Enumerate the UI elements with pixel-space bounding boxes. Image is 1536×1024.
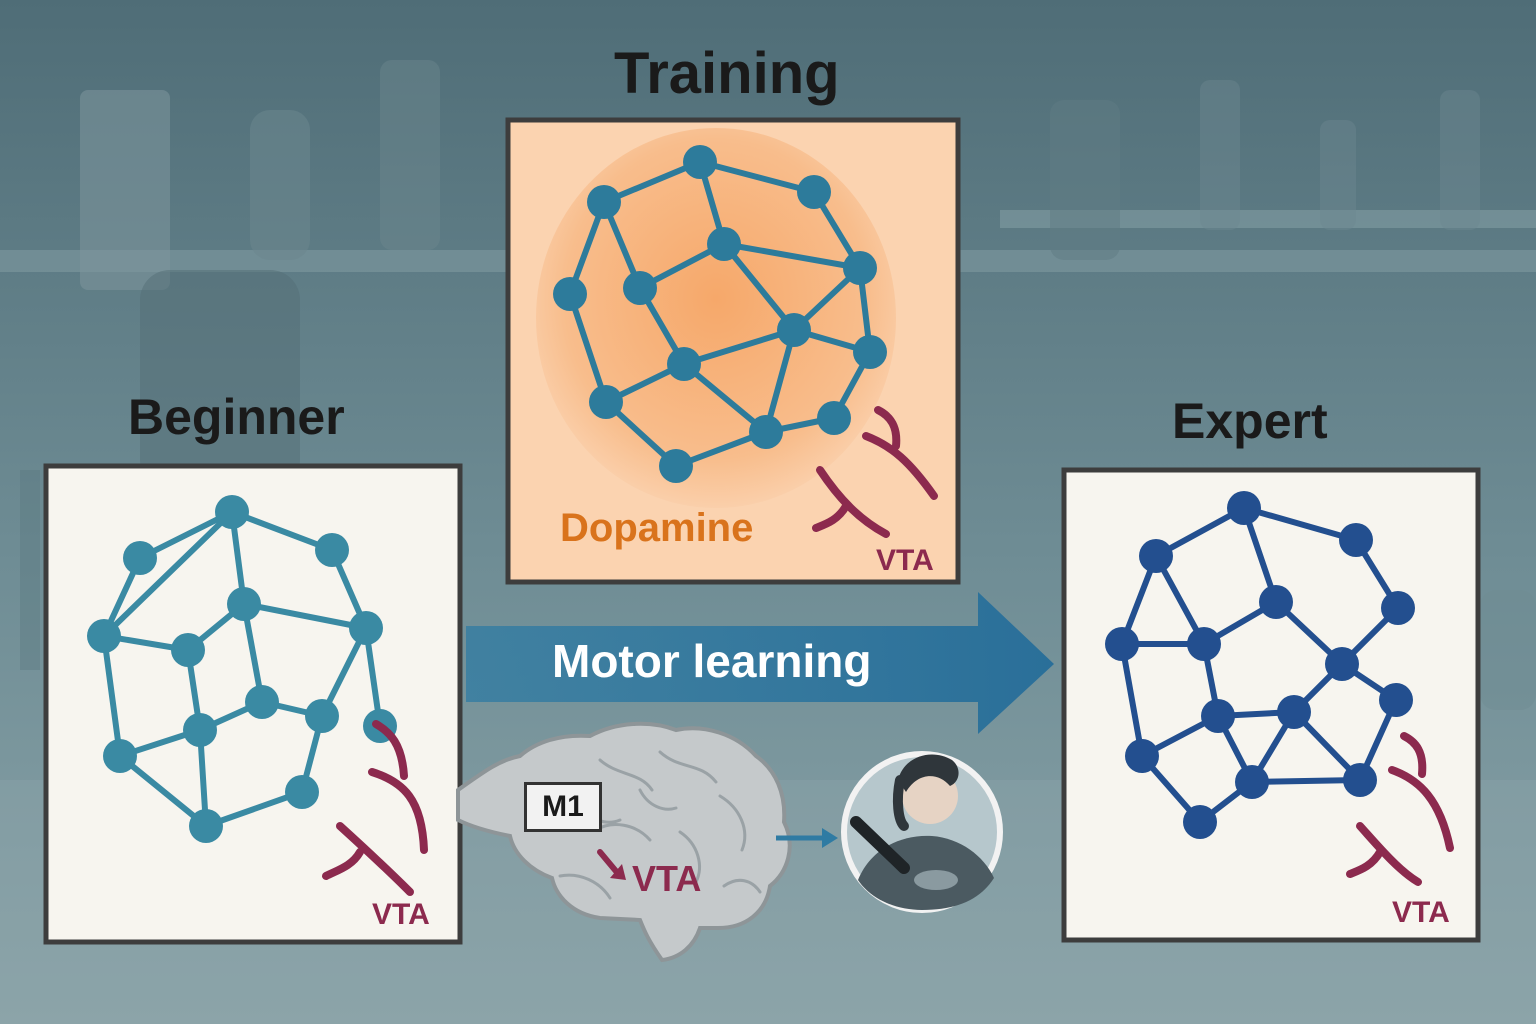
motor-learning-arrow-icon	[466, 592, 1054, 734]
network-node	[1381, 591, 1415, 625]
network-edge	[137, 509, 235, 561]
network-node	[349, 611, 383, 645]
output-arrow-icon	[776, 828, 838, 848]
network-edge	[763, 327, 797, 435]
network-node	[1227, 491, 1261, 525]
network-edge	[721, 241, 863, 271]
network-node	[817, 401, 851, 435]
network-edge	[681, 327, 797, 367]
network-node	[589, 385, 623, 419]
network-node	[171, 633, 205, 667]
beginner-vta-axon-icon	[322, 720, 428, 896]
network-node	[189, 809, 223, 843]
network-node	[1105, 627, 1139, 661]
network-node	[587, 185, 621, 219]
network-edge	[721, 241, 797, 333]
network-node	[1235, 765, 1269, 799]
network-edge	[117, 753, 209, 829]
network-edge	[1241, 505, 1359, 543]
network-edge	[101, 509, 235, 639]
network-edge	[241, 601, 369, 631]
network-node	[843, 251, 877, 285]
network-node	[1259, 585, 1293, 619]
network-node	[227, 587, 261, 621]
training-network-icon	[553, 145, 887, 483]
network-node	[683, 145, 717, 179]
network-node	[315, 533, 349, 567]
network-edge	[697, 159, 817, 195]
network-edge	[681, 361, 769, 435]
training-vta-axon-icon	[812, 406, 938, 538]
network-edge	[1249, 777, 1363, 785]
network-node	[623, 271, 657, 305]
beginner-network-icon	[87, 495, 397, 843]
training-vta-label: VTA	[876, 544, 934, 577]
network-node	[1379, 683, 1413, 717]
network-node	[245, 685, 279, 719]
network-node	[215, 495, 249, 529]
network-node	[1277, 695, 1311, 729]
expert-title: Expert	[1172, 393, 1328, 449]
network-node	[1125, 739, 1159, 773]
m1-region-label: M1	[524, 782, 602, 832]
network-node	[659, 449, 693, 483]
network-node	[1201, 699, 1235, 733]
network-node	[1187, 627, 1221, 661]
person-icon	[841, 751, 1003, 913]
network-node	[707, 227, 741, 261]
training-title: Training	[614, 41, 840, 106]
network-edge	[101, 633, 123, 759]
network-node	[123, 541, 157, 575]
network-node	[1339, 523, 1373, 557]
network-node	[183, 713, 217, 747]
network-node	[777, 313, 811, 347]
network-node	[305, 699, 339, 733]
network-node	[1139, 539, 1173, 573]
expert-vta-axon-icon	[1346, 732, 1454, 886]
motor-learning-label: Motor learning	[552, 635, 872, 687]
network-edge	[229, 509, 335, 553]
network-node	[667, 347, 701, 381]
network-node	[285, 775, 319, 809]
expert-panel	[1061, 467, 1481, 943]
network-node	[1343, 763, 1377, 797]
network-node	[853, 335, 887, 369]
network-edge	[1119, 641, 1145, 759]
dopamine-glow	[536, 128, 896, 508]
network-node	[1325, 647, 1359, 681]
network-node	[749, 415, 783, 449]
brain-vta-label: VTA	[632, 858, 702, 899]
network-node	[797, 175, 831, 209]
dopamine-label: Dopamine	[560, 506, 754, 550]
beginner-title: Beginner	[128, 389, 345, 445]
network-node	[103, 739, 137, 773]
network-edge	[567, 291, 609, 405]
beginner-vta-label: VTA	[372, 898, 430, 931]
expert-vta-label: VTA	[1392, 896, 1450, 929]
network-node	[553, 277, 587, 311]
expert-network-icon	[1105, 491, 1415, 839]
network-node	[1183, 805, 1217, 839]
network-edge	[601, 159, 703, 205]
network-node	[87, 619, 121, 653]
